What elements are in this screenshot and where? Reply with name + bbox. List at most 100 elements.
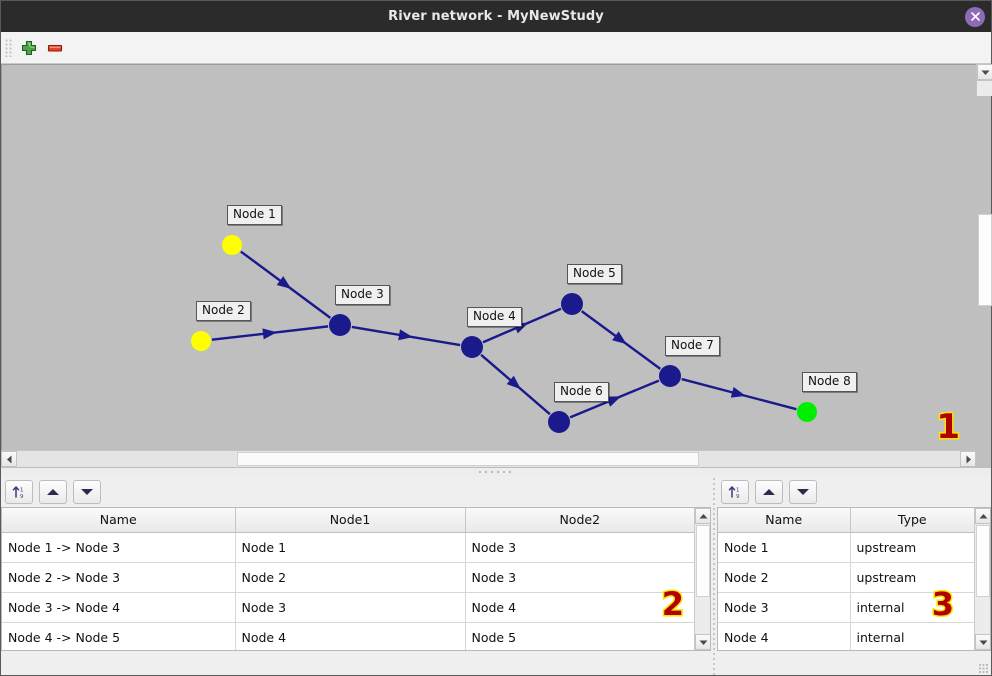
reaches-table-cell[interactable]: Node 4 (235, 622, 466, 650)
hscroll-right-arrow-icon[interactable] (960, 451, 976, 467)
reaches-table-cell[interactable]: Node 1 -> Node 3 (2, 532, 236, 563)
graph-node-label-n5[interactable]: Node 5 (567, 264, 622, 284)
graph-node-label-n3[interactable]: Node 3 (335, 285, 390, 305)
nodes-table-cell[interactable]: Node 1 (718, 532, 851, 563)
nodes-table-cell[interactable]: upstream (850, 532, 974, 563)
graph-node-label-n7[interactable]: Node 7 (665, 336, 720, 356)
canvas-hscrollbar-row (1, 450, 976, 467)
horizontal-splitter[interactable] (1, 467, 991, 477)
nodes-table-cell[interactable]: Node 2 (718, 562, 851, 593)
reaches-table-cell[interactable]: Node 1 (235, 532, 466, 563)
hscroll-thumb[interactable] (237, 452, 699, 466)
nodes-sort-button[interactable]: 1 9 (721, 480, 749, 504)
add-node-button[interactable] (16, 36, 42, 60)
edges-layer (211, 250, 797, 419)
nodes-vscroll-up-arrow-icon[interactable] (975, 508, 990, 524)
vertical-splitter[interactable] (711, 477, 717, 675)
reaches-table-col-header-0[interactable]: Name (2, 508, 236, 533)
nodes-table-cell[interactable]: internal (850, 592, 974, 623)
close-icon[interactable] (965, 6, 985, 27)
reaches-table-cell[interactable]: Node 4 -> Node 5 (2, 622, 236, 650)
vscroll-down-arrow-icon[interactable] (977, 64, 992, 80)
reaches-table-vscrollbar[interactable] (694, 508, 710, 650)
reaches-table-cell[interactable]: Node 2 (235, 562, 466, 593)
remove-node-button[interactable] (42, 36, 68, 60)
edge-arrow-icon (398, 329, 413, 341)
nodes-layer (191, 235, 817, 433)
nodes-table-cell[interactable]: Node 4 (718, 622, 851, 650)
canvas-hscrollbar[interactable] (1, 451, 976, 467)
reaches-table-cell[interactable]: Node 4 (465, 592, 694, 623)
scrollbar-corner (976, 80, 992, 96)
nodes-table-vscrollbar[interactable] (974, 508, 990, 650)
graph-node-n2[interactable] (191, 331, 211, 351)
reaches-vscroll-thumb[interactable] (696, 525, 710, 597)
nodes-move-up-button[interactable] (755, 480, 783, 504)
nodes-vscroll-thumb[interactable] (976, 525, 990, 597)
svg-text:1: 1 (736, 488, 740, 494)
graph-node-label-n8[interactable]: Node 8 (802, 372, 857, 392)
graph-node-n8[interactable] (797, 402, 817, 422)
reaches-vscroll-down-arrow-icon[interactable] (695, 634, 710, 650)
canvas-vscrollbar[interactable] (976, 64, 992, 306)
splitter-grip-icon (479, 471, 513, 474)
nodes-move-down-button[interactable] (789, 480, 817, 504)
window-resize-grip[interactable] (979, 664, 988, 673)
reaches-vscroll-up-arrow-icon[interactable] (695, 508, 710, 524)
reaches-move-down-button[interactable] (73, 480, 101, 504)
edge-arrow-icon (730, 387, 746, 398)
nodes-table-col-header-0[interactable]: Name (718, 508, 851, 533)
graph-node-n7[interactable] (659, 365, 681, 387)
reaches-pane-footer (1, 651, 711, 675)
nodes-table-cell[interactable]: upstream (850, 562, 974, 593)
nodes-pane-footer (717, 651, 991, 675)
nodes-table-cell[interactable]: Node 3 (718, 592, 851, 623)
reaches-move-up-button[interactable] (39, 480, 67, 504)
graph-node-n3[interactable] (329, 314, 351, 336)
callout-number-1: 1 (935, 407, 962, 447)
vscroll-thumb[interactable] (978, 214, 992, 306)
reaches-table-cell[interactable]: Node 3 (465, 532, 694, 563)
graph-node-n5[interactable] (561, 293, 583, 315)
nodes-table-col-header-1[interactable]: Type (850, 508, 974, 533)
reaches-table-col-header-1[interactable]: Node1 (235, 508, 466, 533)
graph-node-n6[interactable] (548, 411, 570, 433)
edge-arrow-icon (612, 331, 627, 345)
edge-arrow-icon (506, 375, 521, 390)
reaches-table-cell[interactable]: Node 3 (235, 592, 466, 623)
graph-node-label-n2[interactable]: Node 2 (196, 301, 251, 321)
toolbar-drag-handle[interactable] (5, 38, 12, 57)
reaches-table-col-header-2[interactable]: Node2 (465, 508, 694, 533)
reaches-table-cell[interactable]: Node 3 (465, 562, 694, 593)
graph-node-n4[interactable] (461, 336, 483, 358)
network-canvas[interactable]: Node 1 Node 2 Node 3 Node 4 Node 5 Node 6 Node… (1, 64, 976, 450)
reaches-table-cell[interactable]: Node 2 -> Node 3 (2, 562, 236, 593)
graph-node-label-n6[interactable]: Node 6 (554, 382, 609, 402)
nodes-vscroll-down-arrow-icon[interactable] (975, 634, 990, 650)
hscroll-left-arrow-icon[interactable] (1, 451, 17, 467)
graph-node-label-n4[interactable]: Node 4 (467, 307, 522, 327)
reaches-sort-button[interactable]: 1 9 (5, 480, 33, 504)
title-bar: River network - MyNewStudy (1, 1, 991, 32)
graph-node-label-n1[interactable]: Node 1 (227, 205, 282, 225)
nodes-table-cell[interactable]: internal (850, 622, 974, 650)
reaches-table-cell[interactable]: Node 3 -> Node 4 (2, 592, 236, 623)
reaches-table-cell[interactable]: Node 5 (465, 622, 694, 650)
graph-node-n1[interactable] (222, 235, 242, 255)
